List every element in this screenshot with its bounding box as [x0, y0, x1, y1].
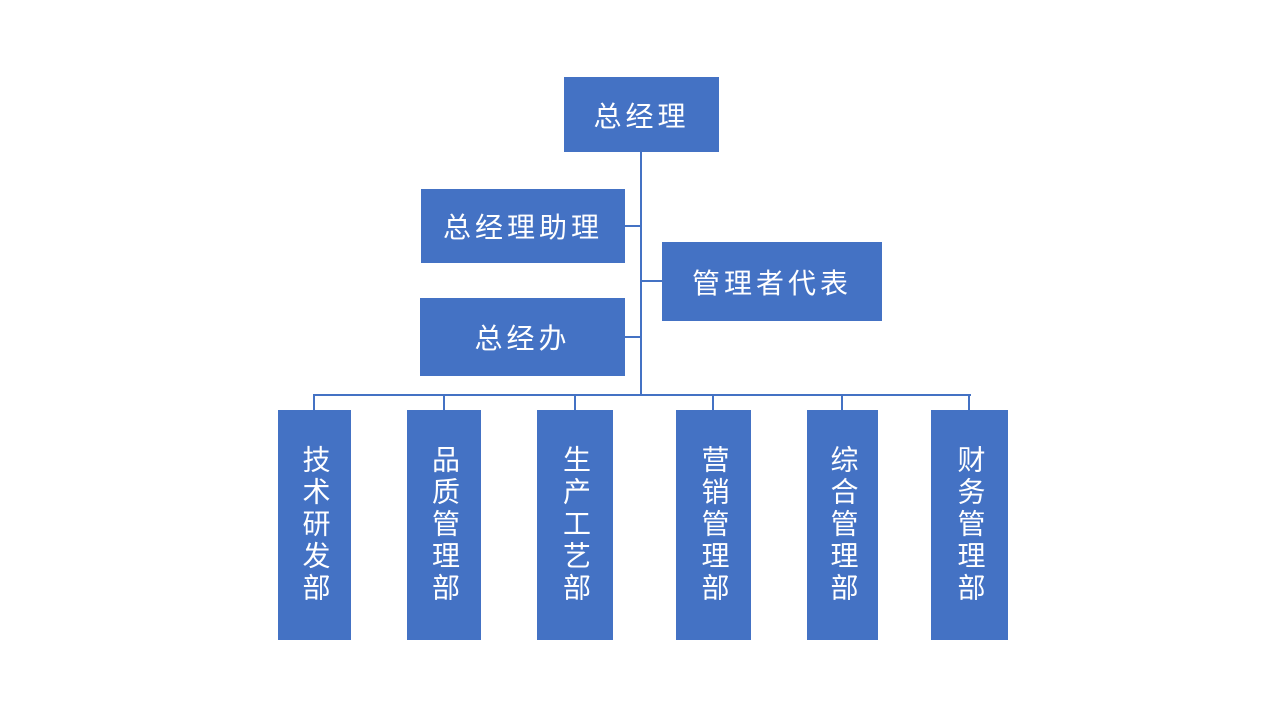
dept-quality-label: 品质管理部: [429, 445, 460, 605]
node-gm-assistant-label: 总经理助理: [442, 212, 603, 243]
node-gm-assistant: 总经理助理: [421, 189, 625, 263]
connector-gm-office: [625, 336, 641, 338]
dept-marketing-label: 营销管理部: [698, 445, 730, 605]
dept-production: 生产工艺部: [537, 410, 613, 640]
dept-quality: 品质管理部: [407, 410, 481, 640]
connector-drop-general-admin: [841, 394, 843, 410]
connector-drop-production: [574, 394, 576, 410]
dept-general-admin-label: 综合管理部: [827, 445, 859, 605]
node-management-representative: 管理者代表: [662, 242, 882, 321]
connector-distribution-horizontal: [314, 394, 971, 396]
dept-production-label: 生产工艺部: [560, 445, 591, 605]
connector-drop-marketing: [712, 394, 714, 410]
dept-tech-rd: 技术研发部: [278, 410, 351, 640]
dept-tech-rd-label: 技术研发部: [299, 445, 331, 605]
node-gm-office: 总经办: [420, 298, 625, 376]
dept-general-admin: 综合管理部: [807, 410, 878, 640]
node-gm-office-label: 总经办: [474, 323, 571, 354]
connector-main-vertical: [640, 152, 642, 395]
dept-finance-label: 财务管理部: [954, 445, 986, 605]
connector-drop-quality: [443, 394, 445, 410]
connector-management-representative: [641, 280, 662, 282]
connector-drop-tech-rd: [313, 394, 315, 410]
connector-gm-assistant: [625, 225, 641, 227]
node-management-representative-label: 管理者代表: [691, 267, 852, 299]
dept-marketing: 营销管理部: [676, 410, 751, 640]
dept-finance: 财务管理部: [931, 410, 1008, 640]
connector-drop-finance: [968, 394, 970, 410]
node-general-manager: 总经理: [564, 77, 719, 152]
node-general-manager-label: 总经理: [593, 100, 690, 132]
